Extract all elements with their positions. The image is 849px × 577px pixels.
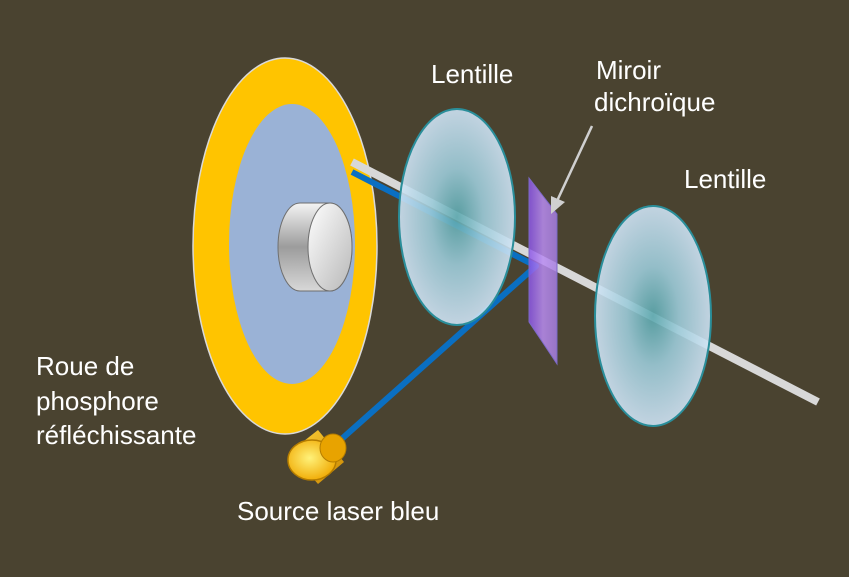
dichroic-mirror [528, 176, 558, 366]
lens-2 [594, 205, 712, 427]
wheel-label-line2: phosphore [36, 386, 159, 416]
lens-1-label: Lentille [431, 59, 514, 89]
lens-1 [398, 108, 516, 326]
wheel-label-line1: Roue de [36, 351, 135, 381]
laser-label: Source laser bleu [237, 496, 440, 526]
mirror-label-line2: dichroïque [594, 87, 716, 117]
blue-laser-source [287, 430, 347, 484]
lens-2-label: Lentille [684, 164, 767, 194]
mirror-pointer-arrow [551, 125, 594, 214]
wheel-hub [277, 202, 353, 292]
mirror-label-line1: Miroir [596, 55, 661, 85]
phosphor-wheel [192, 57, 378, 435]
wheel-label-line3: réfléchissante [36, 420, 197, 450]
